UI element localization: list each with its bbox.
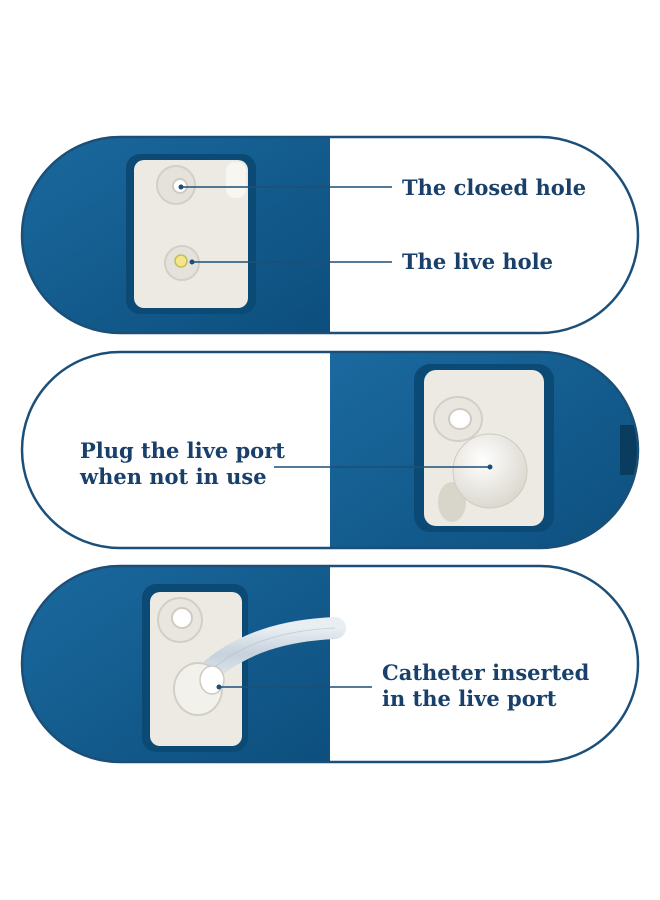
- panel-outline: [20, 350, 640, 550]
- closed-hole-label: The closed hole: [402, 175, 587, 200]
- port-plug: [452, 433, 528, 509]
- panel-2-illustration: [20, 350, 640, 550]
- plug-label-line-2: when not in use: [80, 464, 267, 489]
- live-hole-label: The live hole: [402, 249, 554, 274]
- panel-plug-live-port: Plug the live port when not in use: [0, 340, 660, 560]
- catheter-label-line-2: in the live port: [382, 686, 557, 711]
- panel-3-illustration: [20, 564, 640, 764]
- panel-outline: [20, 135, 640, 335]
- panel-closed-and-live-holes: The closed hole The live hole: [0, 0, 660, 340]
- panel-outline: [20, 564, 640, 764]
- plug-label: Plug the live port when not in use: [80, 438, 285, 490]
- catheter-label: Catheter inserted in the live port: [382, 660, 589, 712]
- plug-label-line-1: Plug the live port: [80, 438, 285, 463]
- panel-catheter-inserted: Catheter inserted in the live port: [0, 560, 660, 780]
- catheter-label-line-1: Catheter inserted: [382, 660, 590, 685]
- panel-1-illustration: [20, 135, 640, 335]
